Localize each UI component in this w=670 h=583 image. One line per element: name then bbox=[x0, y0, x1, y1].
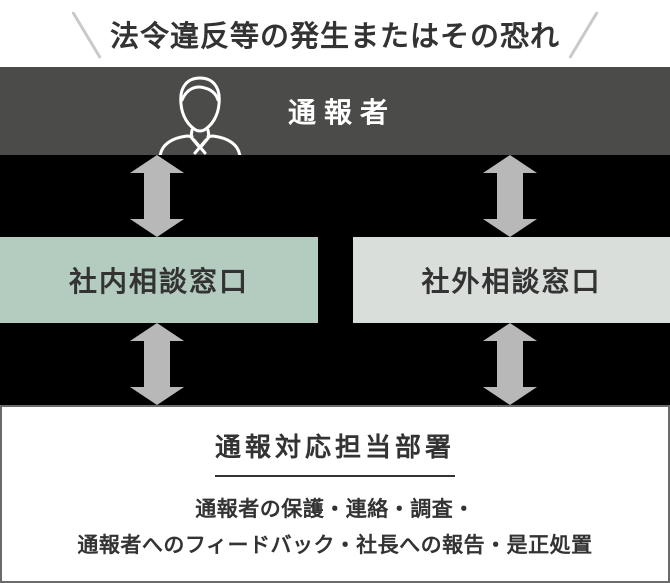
external-channel-box: 社外相談窓口 bbox=[353, 237, 670, 323]
department-description-line-2: 通報者へのフィードバック・社長への報告・是正処置 bbox=[77, 534, 593, 557]
department-description: 通報者の保護・連絡・調査・ 通報者へのフィードバック・社長への報告・是正処置 bbox=[77, 492, 592, 564]
slash-right-icon bbox=[568, 10, 599, 59]
department-title: 通報対応担当部署 bbox=[214, 427, 455, 477]
header: 法令違反等の発生またはその恐れ bbox=[0, 0, 670, 67]
channels-row: 社内相談窓口 社外相談窓口 bbox=[0, 237, 670, 323]
double-vertical-arrow-icon bbox=[130, 323, 184, 405]
double-vertical-arrow-icon bbox=[483, 155, 537, 237]
double-vertical-arrow-icon bbox=[483, 323, 537, 405]
arrow-band-upper bbox=[0, 155, 670, 237]
internal-channel-box: 社内相談窓口 bbox=[0, 237, 318, 323]
department-box: 通報対応担当部署 通報者の保護・連絡・調査・ 通報者へのフィードバック・社長への… bbox=[0, 405, 670, 583]
reporter-box: 通報者 bbox=[0, 67, 670, 155]
person-icon bbox=[158, 76, 242, 155]
slash-left-icon bbox=[71, 10, 102, 59]
internal-channel-label: 社内相談窓口 bbox=[68, 266, 249, 297]
double-vertical-arrow-icon bbox=[130, 155, 184, 237]
header-title: 法令違反等の発生またはその恐れ bbox=[109, 20, 560, 53]
reporter-label: 通報者 bbox=[287, 97, 396, 128]
channel-gap bbox=[318, 237, 353, 323]
department-description-line-1: 通報者の保護・連絡・調査・ bbox=[195, 498, 475, 521]
arrow-band-lower bbox=[0, 323, 670, 405]
external-channel-label: 社外相談窓口 bbox=[421, 266, 602, 297]
